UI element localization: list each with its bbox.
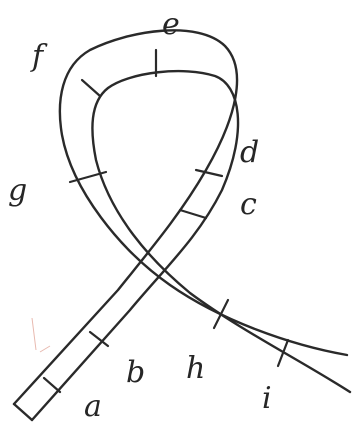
label-d: d [240,135,259,170]
pencil-mark [40,346,50,352]
label-c: c [240,187,257,222]
ribbon-outer-edge [14,30,347,404]
label-e: e [162,7,180,42]
pencil-mark [32,318,36,350]
divider-h [214,300,228,328]
label-f: f [30,39,48,74]
divider-d [196,170,222,176]
label-h: h [186,351,205,386]
label-i: i [262,381,272,416]
label-a: a [84,389,102,424]
divider-a-tail [44,378,60,392]
divider-f [82,80,100,96]
label-b: b [126,355,145,390]
tail-cap-left [14,404,32,420]
divider-c [180,210,206,218]
label-g: g [8,173,27,208]
